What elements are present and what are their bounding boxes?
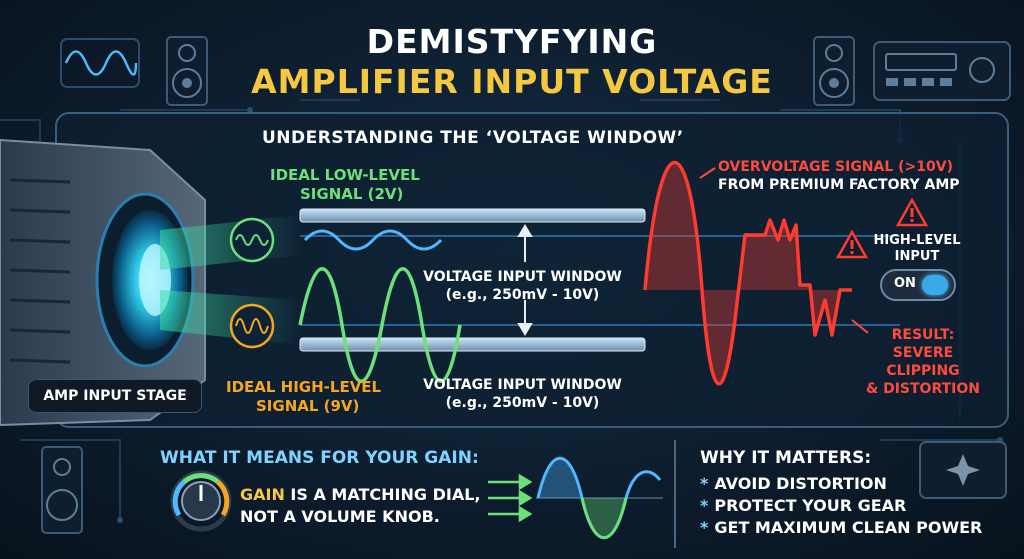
high-level-input-toggle[interactable]: ON — [880, 269, 956, 301]
arrow-icon — [488, 473, 533, 523]
result-label: RESULT: SEVERE CLIPPING & DISTORTION — [866, 327, 980, 397]
knob-icon — [170, 470, 232, 532]
high-level-input-label: HIGH-LEVEL INPUT — [873, 233, 961, 264]
car-stereo-icon — [873, 41, 1011, 101]
why-section-heading: WHY IT MATTERS: — [700, 448, 872, 468]
toggle-label: ON — [894, 276, 916, 291]
why-bullet-3: *GET MAXIMUM CLEAN POWER — [700, 518, 983, 537]
gain-keyword: GAIN — [240, 485, 285, 504]
gain-wave-graphic — [488, 456, 663, 540]
car-stereo-icon — [919, 441, 1007, 499]
high-level-label: IDEAL HIGH-LEVEL SIGNAL (9V) — [226, 378, 382, 415]
low-level-signal-icon — [229, 217, 275, 263]
toggle-knob — [922, 275, 948, 295]
voltage-window-panel — [55, 112, 1009, 428]
title-line-2: AMPLIFIER INPUT VOLTAGE — [251, 62, 773, 101]
speaker-icon — [166, 36, 208, 106]
title-line-1: DEMISTYFYING — [366, 22, 658, 61]
panel-subtitle: UNDERSTANDING THE ‘VOLTAGE WINDOW’ — [262, 128, 684, 148]
overvoltage-label: OVERVOLTAGE SIGNAL (>10V) FROM PREMIUM F… — [718, 159, 960, 193]
voltage-window-label-lower: VOLTAGE INPUT WINDOW (e.g., 250mV - 10V) — [423, 377, 622, 411]
sine-wave-icon — [60, 38, 140, 88]
section-divider — [674, 440, 676, 548]
gain-description: GAIN IS A MATCHING DIAL, NOT A VOLUME KN… — [240, 485, 481, 526]
amp-input-stage-label: AMP INPUT STAGE — [28, 379, 202, 413]
high-level-signal-icon — [229, 303, 275, 349]
low-level-label: IDEAL LOW-LEVEL SIGNAL (2V) — [270, 166, 420, 203]
why-bullet-2: *PROTECT YOUR GEAR — [700, 496, 907, 515]
speaker-icon — [813, 36, 855, 106]
why-bullet-1: *AVOID DISTORTION — [700, 474, 887, 493]
warning-icon — [895, 197, 929, 227]
speaker-icon — [41, 446, 83, 534]
gain-section-heading: WHAT IT MEANS FOR YOUR GAIN: — [160, 448, 479, 468]
warning-icon — [835, 229, 869, 259]
voltage-window-label-upper: VOLTAGE INPUT WINDOW (e.g., 250mV - 10V) — [423, 269, 622, 303]
